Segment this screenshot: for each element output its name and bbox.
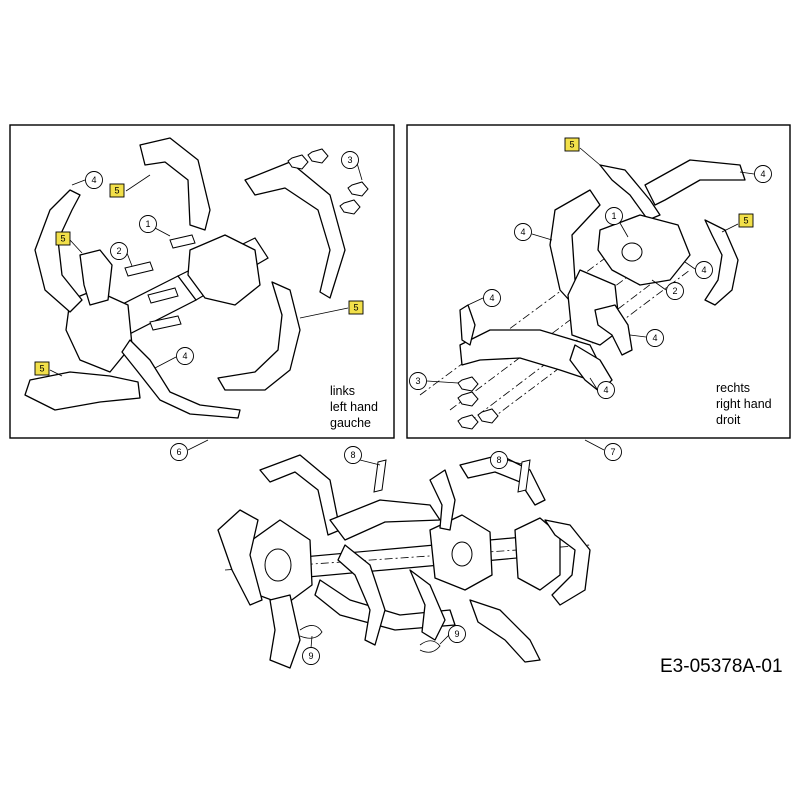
assembled-tine-right-upper [429, 469, 456, 531]
left-bolts [124, 234, 196, 331]
callout-assembled-9a: 9 [308, 651, 313, 661]
callout-l-5b: 5 [60, 234, 65, 244]
left-callouts: 4 5 5 1 2 3 5 4 5 [34, 151, 364, 377]
right-hand-tine-panel: 5 4 5 1 4 4 2 4 4 [406, 124, 791, 439]
assembled-clips [299, 625, 441, 653]
assembly-callouts: 6 7 [170, 439, 622, 461]
assembled-tine-view: 8 8 9 9 [217, 446, 591, 669]
assembled-right-flange [514, 517, 561, 591]
right-tine-blade-upper-right [644, 159, 746, 206]
left-tine-blade-lower-right [217, 281, 301, 391]
callout-r-4c: 4 [701, 265, 706, 275]
right-panel-label-line-2: right hand [716, 397, 772, 411]
callout-r-3: 3 [415, 376, 420, 386]
right-tine-blade-lower-mid [594, 304, 633, 356]
left-tine-blade-lower-left [24, 371, 141, 411]
assembled-callouts: 8 8 9 9 [302, 446, 523, 665]
callout-l-1: 1 [145, 219, 150, 229]
callout-l-4b: 4 [182, 351, 187, 361]
left-panel-label-line-1: links [330, 384, 355, 398]
callout-l-5c: 5 [353, 303, 358, 313]
callout-l-2: 2 [116, 246, 121, 256]
callout-l-5a: 5 [114, 186, 119, 196]
assembled-tine-bottom-left [269, 594, 301, 669]
left-tine-blade-upper [139, 137, 211, 231]
left-tine-blade-upper-left [34, 189, 83, 313]
diagram-reference-code: E3-05378A-01 [660, 656, 783, 677]
assembled-tine-middle-low [314, 579, 456, 631]
callout-r-1: 1 [611, 211, 616, 221]
callout-r-4a: 4 [760, 169, 765, 179]
right-nuts [457, 376, 499, 430]
callout-r-2: 2 [672, 286, 677, 296]
callout-r-4f: 4 [603, 385, 608, 395]
callout-assembly-7: 7 [610, 447, 615, 457]
left-tine-blade-mid [79, 249, 113, 306]
assembled-tine-bottom-mid [409, 569, 446, 641]
right-panel-label-line-1: rechts [716, 381, 750, 395]
left-panel-label-line-3: gauche [330, 416, 371, 430]
callout-assembled-8a: 8 [350, 450, 355, 460]
right-callouts: 5 4 5 1 4 4 2 4 4 [409, 137, 772, 399]
callout-r-4d: 4 [489, 293, 494, 303]
callout-r-5b: 5 [743, 216, 748, 226]
callout-l-4a: 4 [91, 175, 96, 185]
assembled-pins [373, 459, 531, 493]
left-nuts [287, 148, 369, 215]
callout-assembled-8b: 8 [496, 455, 501, 465]
right-panel-frame [406, 124, 791, 439]
right-tine-blade-top [599, 164, 661, 221]
callout-r-4e: 4 [652, 333, 657, 343]
left-hand-tine-panel: 4 5 5 1 2 3 5 4 5 [9, 124, 395, 439]
right-flange-plate [597, 214, 691, 286]
right-tine-blade-right [704, 219, 739, 306]
assembled-tine-middle-arc [329, 499, 441, 541]
callout-assembly-6: 6 [176, 447, 181, 457]
left-tine-blade-lower [121, 339, 241, 419]
callout-assembled-9b: 9 [454, 629, 459, 639]
assembled-tine-center-left [337, 544, 386, 646]
left-panel-frame [9, 124, 395, 439]
assembled-tine-bottom-right [469, 599, 541, 663]
assembled-tine-right-outer [544, 519, 591, 606]
right-tine-blade-bottom-left [459, 304, 476, 346]
callout-r-4b: 4 [520, 227, 525, 237]
callout-r-5a: 5 [569, 140, 574, 150]
assembled-tine-left-outer [217, 509, 263, 606]
left-tine-blade-top-right [244, 161, 346, 299]
left-panel-label-line-2: left hand [330, 400, 378, 414]
callout-l-3: 3 [347, 155, 352, 165]
callout-l-5d: 5 [39, 364, 44, 374]
assembled-tine-top-left [259, 454, 341, 536]
left-flange-plate-far [187, 234, 261, 306]
right-panel-label-line-3: droit [716, 413, 741, 427]
right-hub-bore [621, 242, 643, 262]
